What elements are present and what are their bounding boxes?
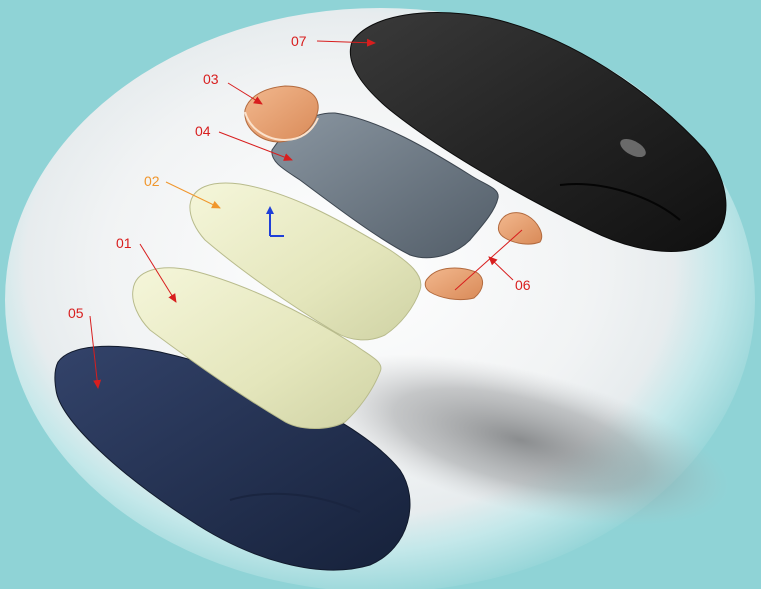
label-03: 03 [203,71,219,87]
label-01: 01 [116,235,132,251]
label-07: 07 [291,33,307,49]
label-05: 05 [68,305,84,321]
label-04: 04 [195,123,211,139]
label-02: 02 [144,173,160,189]
label-06: 06 [515,277,531,293]
